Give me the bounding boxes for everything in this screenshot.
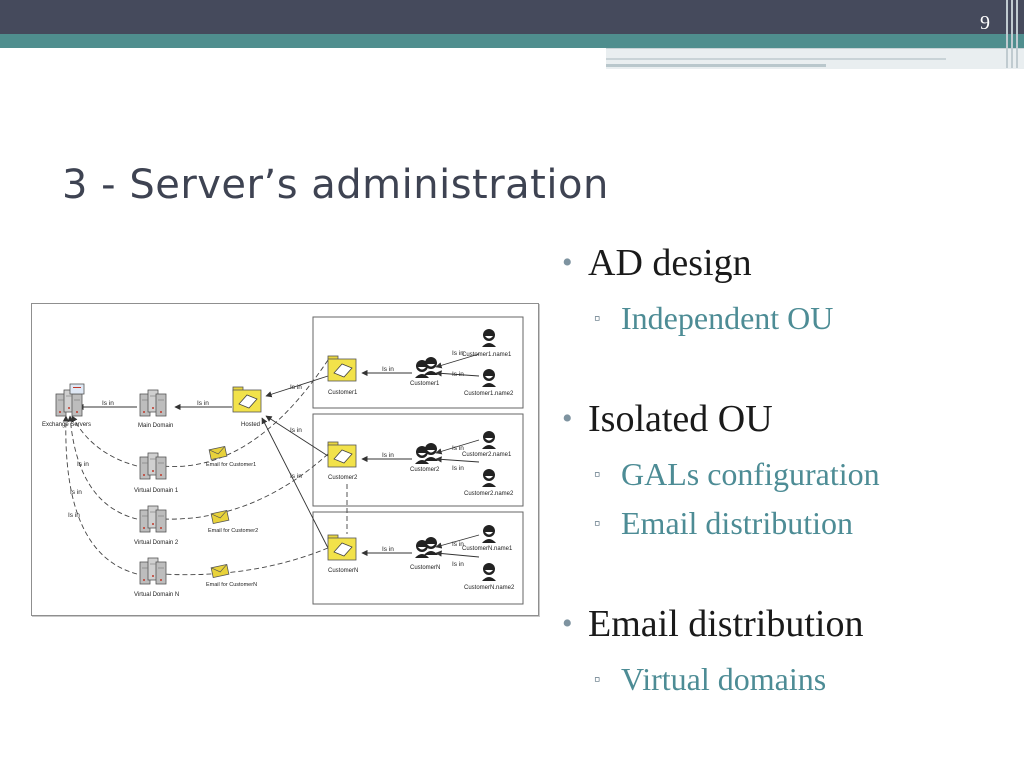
page-number: 9: [980, 12, 990, 34]
email-customer2-label: Email for Customer2: [208, 528, 258, 534]
virtual-domain-2-label: Virtual Domain 2: [134, 540, 179, 546]
bullet-dot-icon: •: [562, 402, 573, 435]
bullet-text: Email distribution: [588, 603, 864, 645]
relation-label: Is in: [68, 512, 80, 519]
virtual-domain-2-server-icon: [139, 505, 167, 533]
email-customerN-label: Email for CustomerN: [206, 582, 257, 588]
customerN-name1-label: CustomerN.name1: [462, 546, 513, 552]
relation-label: Is in: [382, 452, 394, 459]
header-stripe-line: [606, 64, 826, 67]
header-vertical-stripe: [1016, 0, 1018, 68]
ad-design-diagram: Exchange Servers Main Domain Virtual Dom…: [31, 303, 539, 616]
header-vertical-stripe: [1011, 0, 1013, 68]
relation-label: Is in: [70, 489, 82, 496]
relation-label: Is in: [197, 400, 209, 407]
main-domain-label: Main Domain: [138, 423, 173, 429]
customer1-group-label: Customer1: [410, 381, 440, 387]
customer1-name1-label: Customer1.name1: [462, 352, 512, 358]
relation-label: Is in: [452, 541, 464, 548]
virtual-domain-1-label: Virtual Domain 1: [134, 488, 179, 494]
virtual-domain-n-server-icon: [139, 557, 167, 585]
sub-bullet-text: Email distribution: [621, 505, 853, 541]
relation-label: Is in: [452, 561, 464, 568]
bullet-text: AD design: [588, 242, 752, 284]
header-vertical-stripe: [1006, 0, 1008, 68]
customer2-name1-label: Customer2.name1: [462, 452, 512, 458]
bullet-dot-icon: •: [562, 607, 573, 640]
bullet-text: Isolated OU: [588, 398, 773, 440]
relation-label: Is in: [290, 427, 302, 434]
sub-bullet-item: ▫ Independent OU: [562, 298, 1002, 338]
sub-bullet-text: Virtual domains: [621, 661, 827, 697]
sub-bullet-text: GALs configuration: [621, 456, 880, 492]
customerN-group-label: CustomerN: [410, 565, 440, 571]
bullet-list: •AD design ▫Independent OU •Isolated OU …: [562, 240, 1002, 699]
relation-label: Is in: [77, 461, 89, 468]
relation-label: Is in: [290, 473, 302, 480]
square-bullet-icon: ▫: [594, 308, 601, 328]
exchange-servers-icon: [55, 383, 85, 417]
envelope-icon: [208, 446, 228, 460]
bullet-dot-icon: •: [562, 246, 573, 279]
virtual-domain-1-server-icon: [139, 452, 167, 480]
hosted-label: Hosted: [241, 422, 260, 428]
customerN-folder-label: CustomerN: [328, 568, 358, 574]
sub-bullet-item: ▫ GALs configuration: [562, 454, 1002, 494]
relation-label: Is in: [452, 350, 464, 357]
customer1-name2-label: Customer1.name2: [464, 391, 514, 397]
relation-label: Is in: [102, 400, 114, 407]
virtual-domain-n-label: Virtual Domain N: [134, 592, 179, 598]
customer2-name2-label: Customer2.name2: [464, 491, 514, 497]
customer1-folder-label: Customer1: [328, 390, 358, 396]
email-customer1-label: Email for Customer1: [206, 462, 256, 468]
square-bullet-icon: ▫: [594, 464, 601, 484]
square-bullet-icon: ▫: [594, 669, 601, 689]
relation-label: Is in: [382, 366, 394, 373]
customerN-folder-icon: [327, 534, 357, 561]
envelope-icon: [210, 510, 230, 524]
sub-bullet-text: Independent OU: [621, 300, 834, 336]
slide-title: 3 - Server’s administration: [62, 162, 609, 208]
customer2-group-label: Customer2: [410, 467, 440, 473]
bullet-item: • Email distribution: [562, 601, 1002, 647]
bullet-item: • AD design: [562, 240, 1002, 286]
exchange-servers-label: Exchange Servers: [42, 422, 91, 428]
sub-bullet-item: ▫ Email distribution: [562, 503, 1002, 543]
customerN-name2-label: CustomerN.name2: [464, 585, 515, 591]
main-domain-server-icon: [139, 389, 167, 417]
square-bullet-icon: ▫: [594, 513, 601, 533]
hosted-folder-icon: [232, 386, 262, 413]
relation-label: Is in: [290, 384, 302, 391]
relation-label: Is in: [452, 445, 464, 452]
header-stripe-line: [606, 58, 946, 60]
relation-label: Is in: [382, 546, 394, 553]
sub-bullet-item: ▫ Virtual domains: [562, 659, 1002, 699]
bullet-item: • Isolated OU: [562, 396, 1002, 442]
relation-label: Is in: [452, 465, 464, 472]
envelope-icon: [210, 564, 230, 578]
header-accent-bar: [0, 34, 1024, 48]
customer2-folder-label: Customer2: [328, 475, 358, 481]
relation-label: Is in: [452, 371, 464, 378]
customer2-folder-icon: [327, 441, 357, 468]
customer1-folder-icon: [327, 355, 357, 382]
header-bar: [0, 0, 1024, 34]
